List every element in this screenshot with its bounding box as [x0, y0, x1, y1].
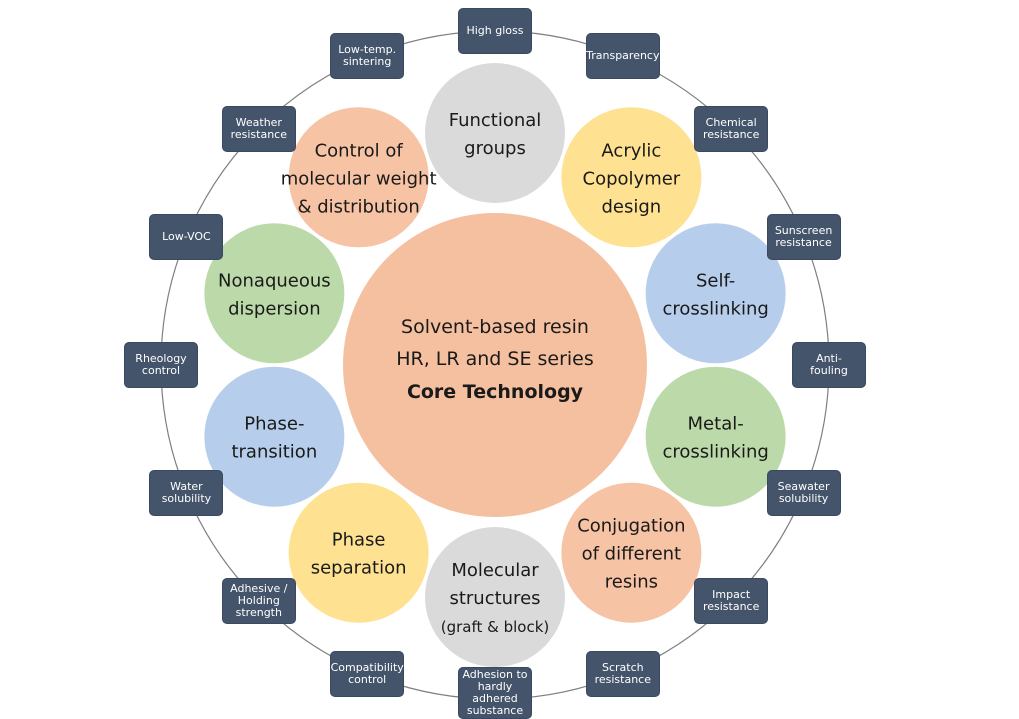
property-tag: Adhesion to hardly adhered substance [458, 667, 532, 719]
technology-petal [204, 366, 345, 507]
technology-label: dispersion [228, 298, 321, 319]
technology-petal [645, 223, 786, 364]
property-tag: Impact resistance [694, 578, 769, 625]
technology-label: Copolymer [583, 168, 681, 189]
technology-petal [288, 482, 429, 623]
technology-label: molecular weight [281, 168, 437, 189]
property-tag: Compatibility control [330, 650, 405, 697]
property-tag: Anti- fouling [792, 342, 866, 388]
core-title-line1: Solvent-based resin [401, 316, 589, 338]
technology-label: Functional [449, 110, 542, 131]
technology-petal [561, 482, 702, 623]
property-tag: Weather resistance [221, 105, 296, 152]
technology-label: Self- [696, 270, 735, 291]
technology-label: Acrylic [601, 140, 661, 161]
technology-petal [288, 107, 429, 248]
technology-petal [425, 63, 565, 203]
property-tag: Water solubility [149, 469, 224, 516]
property-tag: Adhesive / Holding strength [221, 578, 296, 625]
property-tag: Low-temp. sintering [330, 33, 405, 80]
technology-label: & distribution [297, 196, 419, 217]
technology-petal [204, 223, 345, 364]
property-tag: Transparency [585, 33, 660, 80]
core-circle [343, 213, 647, 517]
technology-label: Phase- [244, 414, 304, 435]
technology-label: Control of [315, 140, 404, 161]
property-tag: Chemical resistance [694, 105, 769, 152]
technology-label: Conjugation [577, 516, 685, 537]
property-tag: Rheology control [124, 342, 198, 388]
property-tag: Seawater solubility [766, 469, 841, 516]
property-tag: Low-VOC [149, 214, 224, 261]
technology-label: separation [311, 558, 407, 579]
technology-petal [425, 527, 565, 667]
technology-label: resins [605, 572, 658, 593]
property-tag: Scratch resistance [585, 650, 660, 697]
technology-label: Molecular [451, 560, 539, 581]
technology-petal [561, 107, 702, 248]
technology-label: Metal- [688, 414, 744, 435]
technology-petal [645, 366, 786, 507]
technology-label: structures [449, 588, 540, 609]
technology-label: Phase [332, 530, 386, 551]
technology-label: crosslinking [662, 442, 768, 463]
technology-label: crosslinking [662, 298, 768, 319]
technology-label: (graft & block) [441, 618, 550, 636]
technology-label: groups [464, 138, 526, 159]
core-title-line3: Core Technology [407, 381, 584, 403]
property-tag: Sunscreen resistance [766, 214, 841, 261]
technology-label: Nonaqueous [218, 270, 331, 291]
core-title-line2: HR, LR and SE series [396, 348, 594, 370]
technology-label: design [602, 196, 662, 217]
property-tag: High gloss [458, 8, 532, 54]
technology-label: transition [231, 442, 317, 463]
technology-label: of different [582, 544, 682, 565]
